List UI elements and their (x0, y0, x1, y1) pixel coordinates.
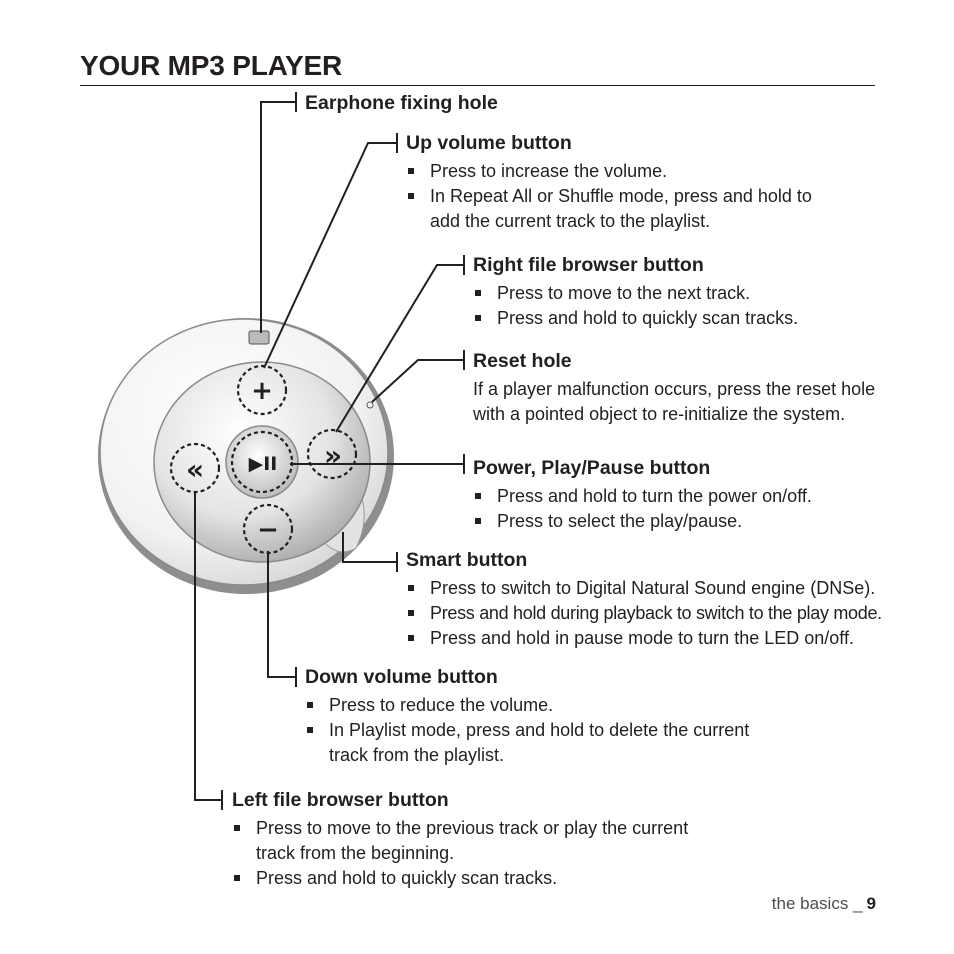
earphone-fixing-hole (248, 330, 270, 345)
callout-heading: Down volume button (305, 666, 498, 688)
page-number: 9 (866, 894, 876, 913)
callout-heading: Up volume button (406, 132, 572, 154)
list-item: Press and hold to turn the power on/off. (473, 484, 812, 509)
list-item: Press to move to the next track. (473, 281, 798, 306)
list-item: Press and hold in pause mode to turn the… (406, 626, 882, 651)
list-item: Press to move to the previous track or p… (232, 816, 688, 841)
callout-smart-button: Smart button Press to switch to Digital … (406, 547, 882, 651)
callout-heading: Left file browser button (232, 789, 449, 811)
callout-up-volume-button: Up volume button Press to increase the v… (406, 130, 812, 234)
callout-left-file-browser-button: Left file browser button Press to move t… (232, 787, 688, 891)
list-item: Press to increase the volume. (406, 159, 812, 184)
list-item-continuation: track from the beginning. (256, 843, 455, 863)
list-item: Press and hold to quickly scan tracks. (232, 866, 688, 891)
callout-heading: Earphone fixing hole (305, 92, 498, 114)
right-browser-marker (306, 428, 358, 480)
play-pause-marker (230, 430, 294, 494)
callout-heading: Smart button (406, 549, 528, 571)
list-item: Press to reduce the volume. (305, 693, 749, 718)
callout-heading: Power, Play/Pause button (473, 457, 711, 479)
list-item: In Playlist mode, press and hold to dele… (305, 718, 749, 743)
callout-text-line: If a player malfunction occurs, press th… (473, 379, 876, 399)
plus-icon: + (251, 376, 273, 406)
rewind-icon: « (186, 453, 204, 486)
page-title: YOUR MP3 PLAYER (80, 50, 343, 81)
list-item: In Repeat All or Shuffle mode, press and… (406, 184, 812, 209)
list-item-continuation: track from the playlist. (329, 745, 505, 765)
fast-forward-icon: » (324, 439, 342, 472)
callout-down-volume-button: Down volume button Press to reduce the v… (305, 664, 749, 768)
callout-reset-hole: Reset hole If a player malfunction occur… (473, 348, 875, 427)
callout-earphone-fixing-hole: Earphone fixing hole (305, 90, 498, 116)
leader-lines (194, 92, 465, 810)
callout-heading: Right file browser button (473, 254, 704, 276)
callout-right-file-browser-button: Right file browser button Press to move … (473, 252, 798, 331)
list-item-continuation: add the current track to the playlist. (430, 211, 711, 231)
minus-icon: − (257, 515, 279, 545)
play-pause-ring (225, 425, 299, 499)
title-divider (80, 85, 875, 86)
up-volume-marker (236, 364, 288, 416)
list-item: Press to switch to Digital Natural Sound… (406, 576, 882, 601)
list-item: Press and hold to quickly scan tracks. (473, 306, 798, 331)
page-footer: the basics _9 (772, 894, 876, 914)
callout-power-play-pause-button: Power, Play/Pause button Press and hold … (473, 455, 812, 534)
reset-hole (366, 401, 374, 409)
play-pause-icon: ▶II (249, 453, 278, 475)
footer-section: the basics _ (771, 894, 863, 913)
list-item: Press to select the play/pause. (473, 509, 812, 534)
player-body (98, 318, 394, 594)
callout-text-line: with a pointed object to re-initialize t… (473, 404, 846, 424)
list-item: Press and hold during playback to switch… (406, 601, 882, 626)
callout-heading: Reset hole (473, 350, 572, 372)
